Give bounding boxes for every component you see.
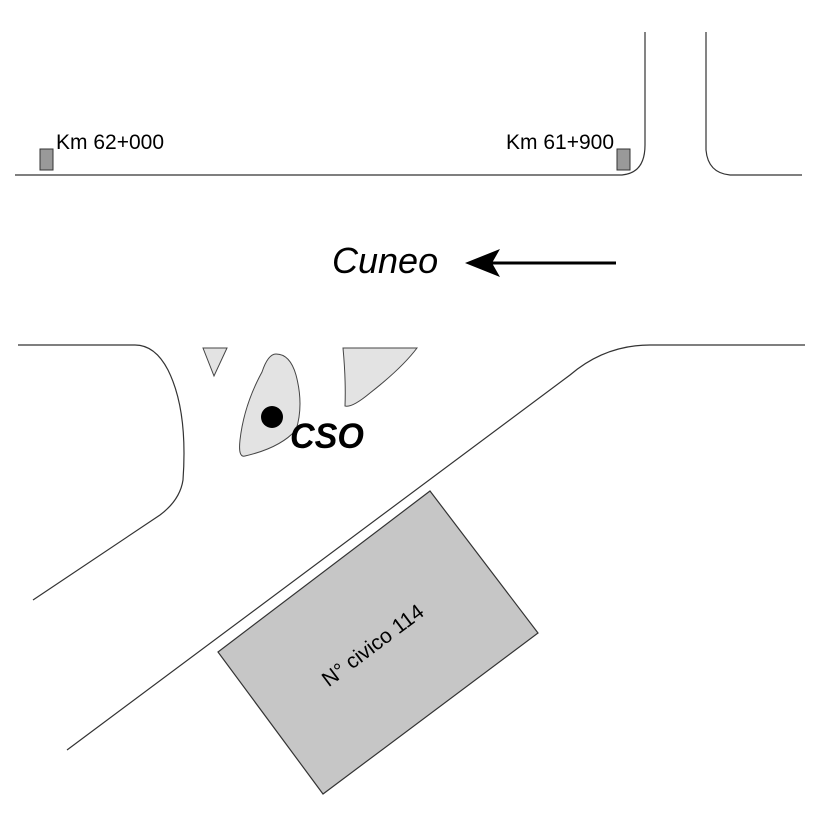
traffic-island-center — [239, 353, 301, 457]
arrow-left-icon — [465, 249, 616, 277]
station-label: CSO — [290, 417, 364, 456]
road-lower-edge-right — [66, 344, 805, 751]
side-road-right-edge — [705, 32, 802, 176]
km-post-icon-left — [39, 148, 54, 171]
building — [217, 490, 539, 795]
station-dot-icon — [261, 406, 283, 428]
traffic-island-small — [202, 347, 228, 378]
direction-label: Cuneo — [332, 240, 438, 281]
traffic-island-right — [342, 347, 419, 407]
road-upper-edge — [15, 32, 646, 176]
road-lower-edge-left — [18, 344, 185, 601]
km-marker-label-left: Km 62+000 — [56, 131, 164, 154]
km-post-icon-right — [616, 148, 631, 171]
km-marker-label-right: Km 61+900 — [506, 131, 614, 154]
